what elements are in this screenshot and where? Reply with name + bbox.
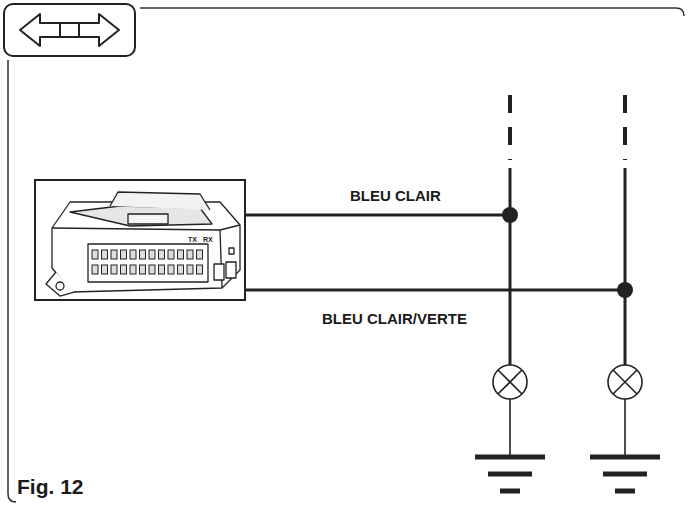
lamp-symbol: [493, 365, 527, 399]
wire-label: BLEU CLAIR: [350, 188, 441, 203]
wire-label: BLEU CLAIR/VERTE: [322, 311, 467, 326]
pin: [102, 250, 108, 259]
pin: [111, 265, 117, 274]
pin: [92, 265, 98, 274]
arrow-left-icon: [20, 14, 60, 46]
junction-dot: [502, 207, 518, 223]
pin: [111, 250, 117, 259]
arrow-right-icon: [79, 14, 119, 46]
pin: [140, 250, 146, 259]
lamp-wire: [509, 168, 512, 365]
icon-box: [4, 4, 135, 56]
pin: [159, 250, 165, 259]
ground-symbol: [475, 399, 545, 491]
pin: [149, 265, 155, 274]
port-label: TX: [188, 236, 197, 243]
lamp-wire: [624, 168, 627, 365]
pin: [92, 250, 98, 259]
pin: [168, 250, 174, 259]
pin: [197, 265, 203, 274]
pin: [178, 265, 184, 274]
figure-caption: Fig. 12: [14, 476, 87, 497]
pin: [140, 265, 146, 274]
pin: [102, 265, 108, 274]
module-frame: [35, 180, 245, 300]
junction-dot: [617, 282, 633, 298]
pin: [121, 250, 127, 259]
connector-pins: [92, 250, 203, 274]
arrow-join: [60, 23, 79, 37]
module-symbol: [46, 192, 240, 296]
wire-bleu-clair: [245, 214, 510, 217]
pin: [178, 250, 184, 259]
dashed-feed: [508, 95, 512, 160]
dashed-feed: [623, 95, 627, 160]
pin: [130, 265, 136, 274]
port-label: RX: [203, 236, 213, 243]
pin: [187, 250, 193, 259]
pin: [168, 265, 174, 274]
ground-symbol: [590, 399, 660, 491]
pin: [130, 250, 136, 259]
pin: [149, 250, 155, 259]
pin: [197, 250, 203, 259]
pin: [159, 265, 165, 274]
frame-top: [140, 8, 684, 16]
lamp-symbol: [608, 365, 642, 399]
frame-left: [8, 60, 16, 502]
pin: [187, 265, 193, 274]
pin: [121, 265, 127, 274]
wire-bleu-clair-verte: [245, 289, 625, 292]
